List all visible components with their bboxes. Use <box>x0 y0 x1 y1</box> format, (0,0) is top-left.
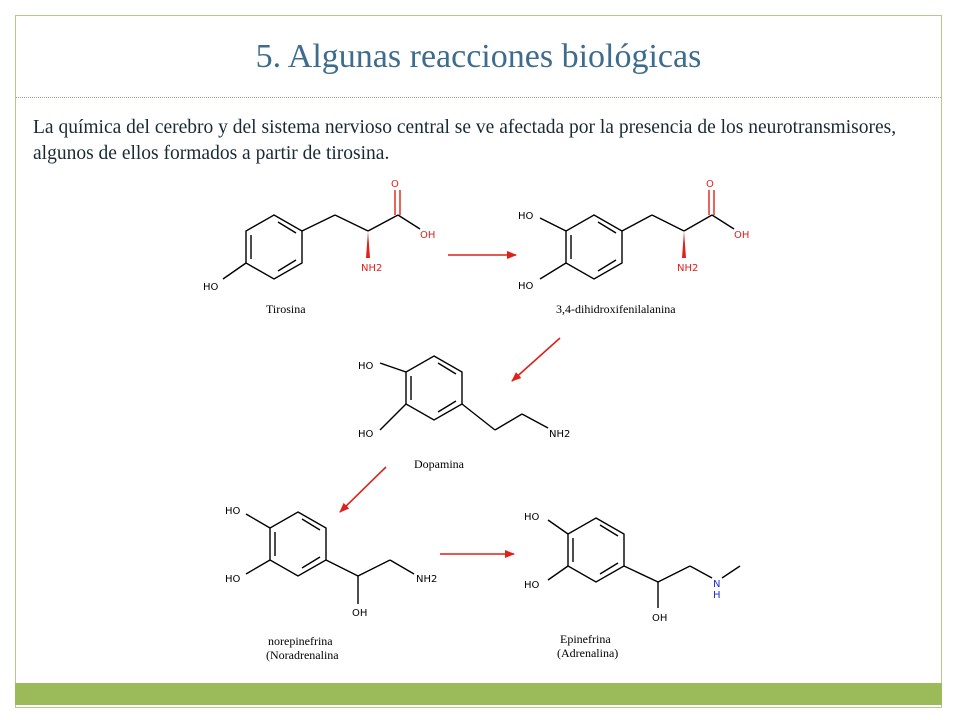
epinefrina-h-label: H <box>713 590 721 601</box>
norepinefrina-alt-name: (Noradrenalina <box>266 648 339 662</box>
tirosina-o-label: O <box>391 179 399 190</box>
dopamina-ho-bottom-label: HO <box>358 429 374 440</box>
tirosina-ho-label: HO <box>203 282 219 293</box>
epinefrina-name: Epinefrina <box>560 632 611 646</box>
arrow-dopamina-to-norepinefrina <box>339 466 387 513</box>
molecule-tirosina: HO O OH NH2 Tirosina <box>203 179 435 316</box>
epinefrina-oh-label: OH <box>652 613 667 624</box>
dopa-oh-label: OH <box>734 230 749 241</box>
arrow-dopa-to-dopamina <box>511 337 561 382</box>
molecule-dopamina: HO HO NH2 Dopamina <box>358 355 570 471</box>
norepinefrina-ho-bottom-label: HO <box>225 574 241 585</box>
slide-frame <box>15 15 942 708</box>
epinefrina-ho-bottom-label: HO <box>524 580 540 591</box>
molecule-epinefrina: HO HO OH N H Epinefrina (Adrenalina) <box>524 512 741 660</box>
dopamina-name: Dopamina <box>414 457 465 471</box>
norepinefrina-ho-top-label: HO <box>225 506 241 517</box>
epinefrina-ho-top-label: HO <box>524 512 540 523</box>
dopa-ho-bottom-label: HO <box>518 281 534 292</box>
dopa-name: 3,4-dihidroxifenilalanina <box>556 302 676 316</box>
footer-bar <box>15 683 942 705</box>
epinefrina-n-label: N <box>713 579 720 590</box>
dopa-ho-top-label: HO <box>518 211 534 222</box>
tirosina-name: Tirosina <box>266 302 306 316</box>
intro-paragraph: La química del cerebro y del sistema ner… <box>33 117 897 164</box>
tirosina-oh-label: OH <box>420 230 435 241</box>
epinefrina-alt-name: (Adrenalina) <box>557 646 618 660</box>
molecule-norepinefrina: HO HO OH NH2 norepinefrina (Noradrenalin… <box>225 506 437 662</box>
tirosina-nh2-label: NH2 <box>361 263 382 274</box>
dopa-o-label: O <box>706 179 714 190</box>
title-divider <box>16 97 941 98</box>
slide-title: 5. Algunas reacciones biológicas <box>255 38 702 75</box>
molecule-dopa: HO HO O OH NH2 3,4-dihidroxifenilalanina <box>518 179 749 316</box>
norepinefrina-name: norepinefrina <box>268 634 333 648</box>
dopamina-ho-top-label: HO <box>358 361 374 372</box>
norepinefrina-nh2-label: NH2 <box>416 574 437 585</box>
norepinefrina-oh-label: OH <box>352 608 367 619</box>
dopa-nh2-label: NH2 <box>677 263 698 274</box>
dopamina-nh2-label: NH2 <box>549 429 570 440</box>
